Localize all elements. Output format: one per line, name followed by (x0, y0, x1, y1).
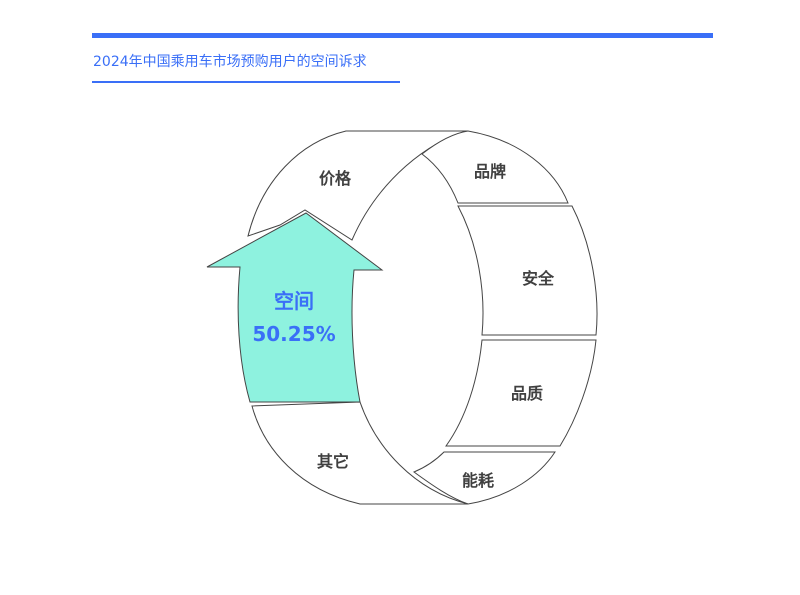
highlight-arrow-space (206, 212, 384, 403)
segment-energy-label: 能耗 (462, 471, 494, 490)
segment-quality-label: 品质 (511, 384, 543, 403)
segment-energy (412, 451, 556, 505)
segment-brand (421, 130, 569, 204)
segment-other-label: 其它 (317, 452, 349, 471)
segment-safety-label: 安全 (522, 269, 555, 288)
segment-brand-label: 品牌 (474, 162, 506, 181)
page-title: 2024年中国乘用车市场预购用户的空间诉求 (93, 54, 367, 70)
highlight-value: 50.25% (252, 322, 335, 346)
title-underline (92, 81, 400, 83)
segment-quality (445, 339, 597, 447)
header-accent-bar (92, 33, 713, 38)
segment-other (251, 401, 469, 505)
segment-price-label: 价格 (319, 169, 352, 188)
segment-safety (457, 205, 598, 336)
highlight-label: 空间 (274, 289, 314, 313)
